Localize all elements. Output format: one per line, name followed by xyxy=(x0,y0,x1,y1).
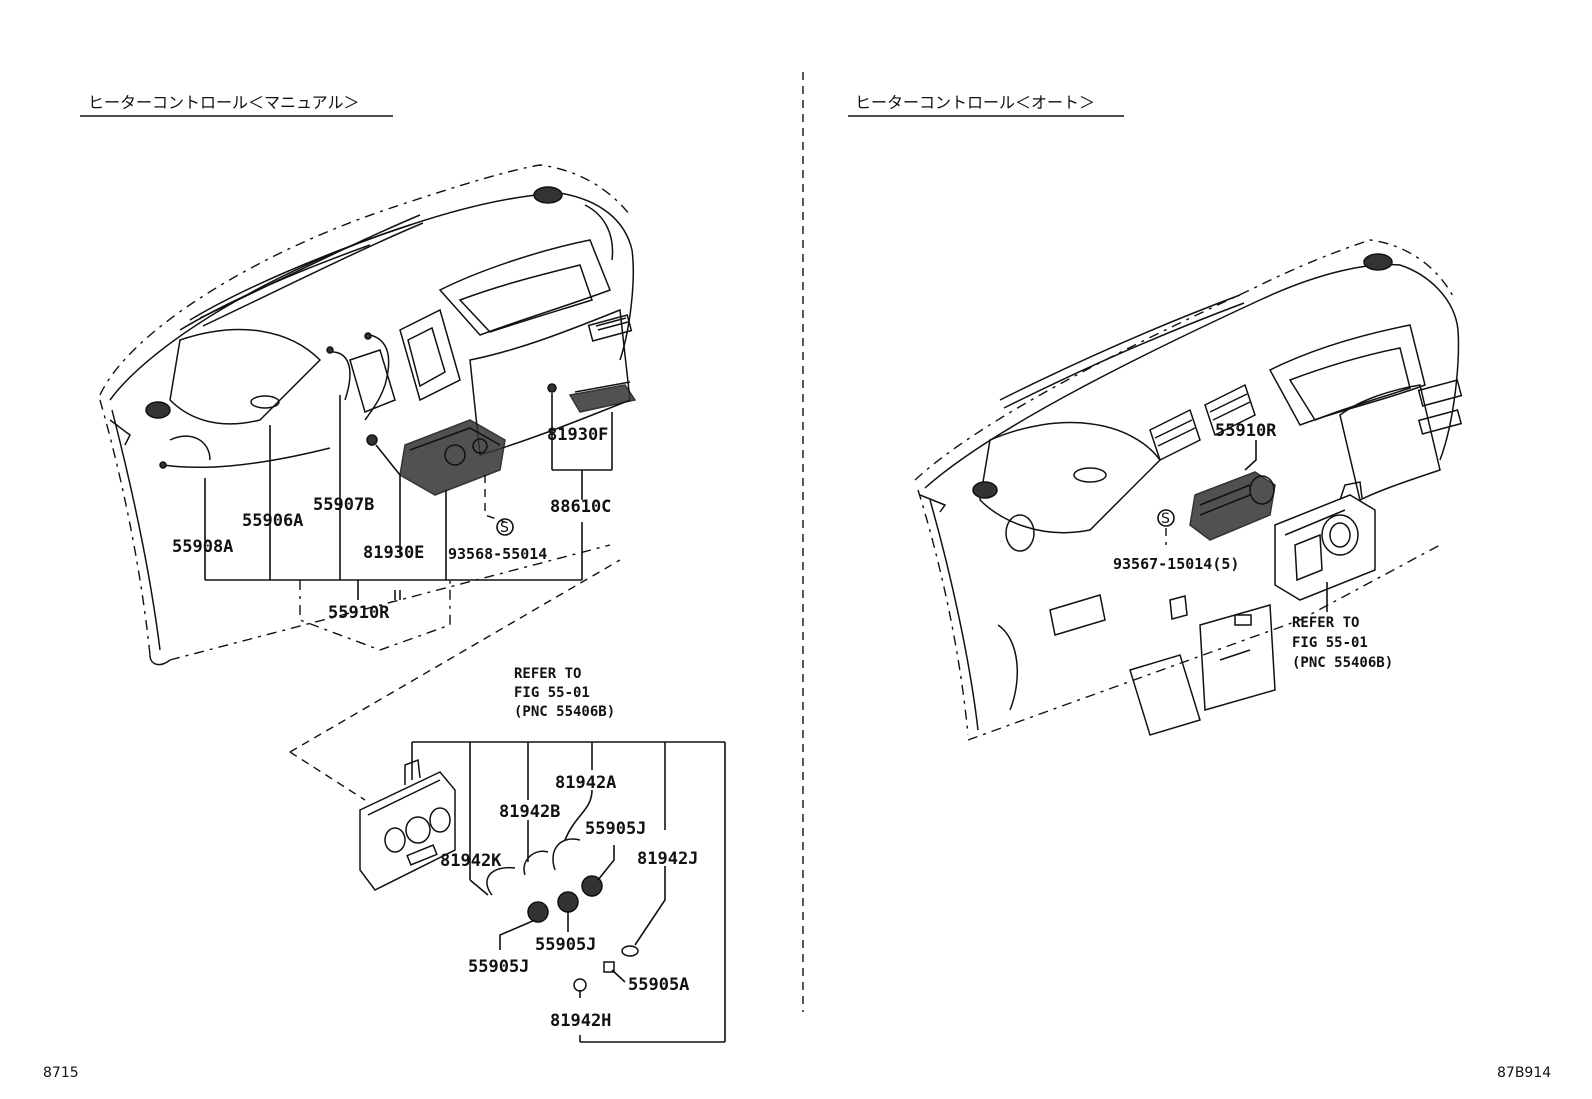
left-refer-line2: FIG 55-01 xyxy=(514,685,590,701)
right-refer-line3: (PNC 55406B) xyxy=(1292,655,1393,671)
left-dashboard-illustration xyxy=(99,164,637,666)
knob-panel-illustration xyxy=(359,758,639,992)
label-81942H: 81942H xyxy=(550,1011,611,1031)
label-93567-15014: 93567-15014(5) xyxy=(1113,555,1239,573)
label-81942J: 81942J xyxy=(637,849,698,869)
knob-leader-lines xyxy=(411,741,726,1043)
label-55905J-a: 55905J xyxy=(585,819,646,839)
s-mark: S xyxy=(500,520,509,536)
label-55905A: 55905A xyxy=(628,975,689,995)
right-s-mark: S xyxy=(1161,511,1170,527)
label-55905J-b: 55905J xyxy=(535,935,596,955)
footer-right-code: 87B914 xyxy=(1497,1065,1551,1081)
left-refer-line1: REFER TO xyxy=(514,666,581,682)
footer-left-code: 8715 xyxy=(43,1065,79,1081)
label-55906A: 55906A xyxy=(242,511,303,531)
label-88610C: 88610C xyxy=(550,497,611,517)
left-leader-lines xyxy=(204,393,621,801)
label-55910R: 55910R xyxy=(328,603,390,623)
label-93568-55014: 93568-55014 xyxy=(448,545,547,563)
label-81930F: 81930F xyxy=(547,425,608,445)
label-81942B: 81942B xyxy=(499,802,560,822)
right-dashboard-illustration xyxy=(914,239,1463,741)
title-auto: ヒーターコントロール＜オート＞ xyxy=(855,93,1095,112)
right-refer-line1: REFER TO xyxy=(1292,615,1359,631)
label-55908A: 55908A xyxy=(172,537,233,557)
right-leader-lines xyxy=(1165,440,1328,612)
s-mark-circle xyxy=(496,518,514,536)
label-81942A: 81942A xyxy=(555,773,616,793)
right-refer-line2: FIG 55-01 xyxy=(1292,635,1368,651)
label-81930E: 81930E xyxy=(363,543,424,563)
left-refer-line3: (PNC 55406B) xyxy=(514,704,615,720)
right-s-mark-circle xyxy=(1157,509,1175,527)
label-55905J-c: 55905J xyxy=(468,957,529,977)
label-55907B: 55907B xyxy=(313,495,374,515)
label-right-55910R: 55910R xyxy=(1215,421,1277,441)
label-81942K: 81942K xyxy=(440,851,502,871)
title-manual: ヒーターコントロール＜マニュアル＞ xyxy=(88,93,360,112)
